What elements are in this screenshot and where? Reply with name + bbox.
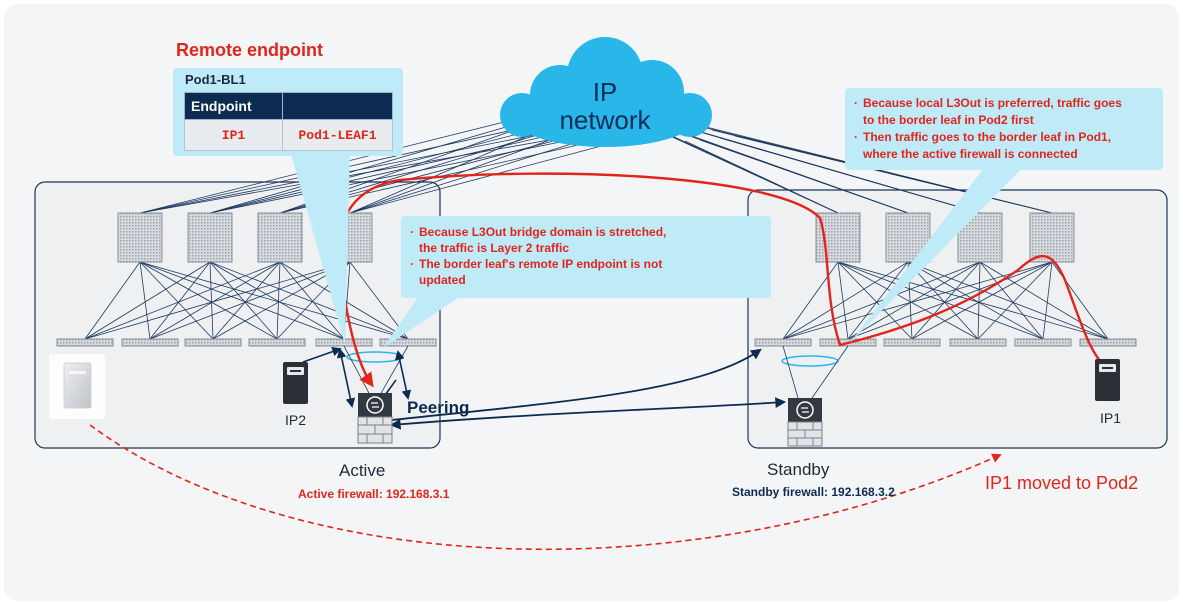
- server-icon: [1095, 359, 1120, 401]
- leaf-switch-icon: [184, 338, 242, 347]
- standby-firewall-label: Standby firewall: 192.168.3.2: [732, 485, 895, 499]
- spine-switch-icon: [257, 212, 303, 263]
- pod1-flow-arrows: [302, 347, 412, 408]
- active-label: Active: [339, 461, 386, 480]
- leaf-switch-icon: [1079, 338, 1137, 347]
- leaf-switch-icon: [949, 338, 1007, 347]
- callout-bullet: Because L3Out bridge domain is stretched…: [408, 224, 771, 240]
- remote-endpoint-heading: Remote endpoint: [176, 40, 323, 60]
- table-cell-location: Pod1-LEAF1: [282, 119, 393, 151]
- table-header: [282, 92, 393, 120]
- standby-label: Standby: [767, 460, 830, 479]
- leaf-switch-icon: [56, 338, 114, 347]
- flow-arrow-to-pod2: [391, 348, 762, 421]
- pod2-fabric-links: [782, 261, 1109, 340]
- callout-bullet-cont: the traffic is Layer 2 traffic: [419, 241, 570, 255]
- leaf-switch-icon: [754, 338, 812, 347]
- ip1-label: IP1: [1100, 410, 1122, 426]
- table-cell-endpoint: IP1: [184, 119, 283, 151]
- cloud-label: IP network: [540, 78, 670, 134]
- table-header-row: Endpoint: [184, 92, 393, 120]
- endpoint-box-title: Pod1-BL1: [185, 72, 246, 87]
- spine-switch-icon: [117, 212, 163, 263]
- leaf-switch-icon: [1014, 338, 1072, 347]
- callout-bullet-cont: to the border leaf in Pod2 first: [863, 113, 1034, 127]
- spine-switch-icon: [815, 212, 861, 263]
- spine-switch-icon: [1029, 212, 1075, 263]
- callout-bullet-cont: updated: [419, 273, 466, 287]
- callout-bullet-cont: where the active firewall is connected: [863, 147, 1078, 161]
- spine-switch-icon: [187, 212, 233, 263]
- leaf-switch-icon: [121, 338, 179, 347]
- server-icon: [63, 362, 92, 409]
- cloud-label-line1: IP: [592, 77, 618, 107]
- callout-bullet: Then traffic goes to the border leaf in …: [852, 129, 1163, 146]
- callout-bullet: The border leaf's remote IP endpoint is …: [408, 256, 771, 272]
- ip1-moved-label: IP1 moved to Pod2: [985, 473, 1139, 493]
- peering-label: Peering: [407, 398, 470, 417]
- pod1-fabric-links: [84, 261, 409, 340]
- table-row: IP1 Pod1-LEAF1: [184, 119, 393, 151]
- leaf-switch-icon: [883, 338, 941, 347]
- ipn-links: [139, 117, 1053, 214]
- table-header: Endpoint: [184, 92, 283, 120]
- callout-layer2: Because L3Out bridge domain is stretched…: [401, 216, 771, 298]
- callout-local-l3out: Because local L3Out is preferred, traffi…: [845, 88, 1163, 170]
- server-icon: [283, 362, 308, 404]
- cloud-label-line2: network: [559, 105, 651, 135]
- endpoint-table-box: Pod1-BL1 Endpoint IP1 Pod1-LEAF1: [173, 68, 403, 156]
- callout-pointer: [850, 160, 1030, 343]
- active-firewall-label: Active firewall: 192.168.3.1: [298, 487, 450, 501]
- callout-bullet: Because local L3Out is preferred, traffi…: [852, 95, 1163, 112]
- move-path: [89, 424, 1002, 551]
- ip2-label: IP2: [285, 412, 307, 428]
- firewall-icon: [787, 398, 823, 447]
- leaf-switch-icon: [248, 338, 306, 347]
- peering-arrow: [389, 397, 787, 430]
- callout-pointer: [290, 150, 350, 345]
- cloud-icon: [500, 37, 712, 147]
- endpoint-table: Endpoint IP1 Pod1-LEAF1: [184, 92, 393, 151]
- firewall-icon: [357, 393, 393, 444]
